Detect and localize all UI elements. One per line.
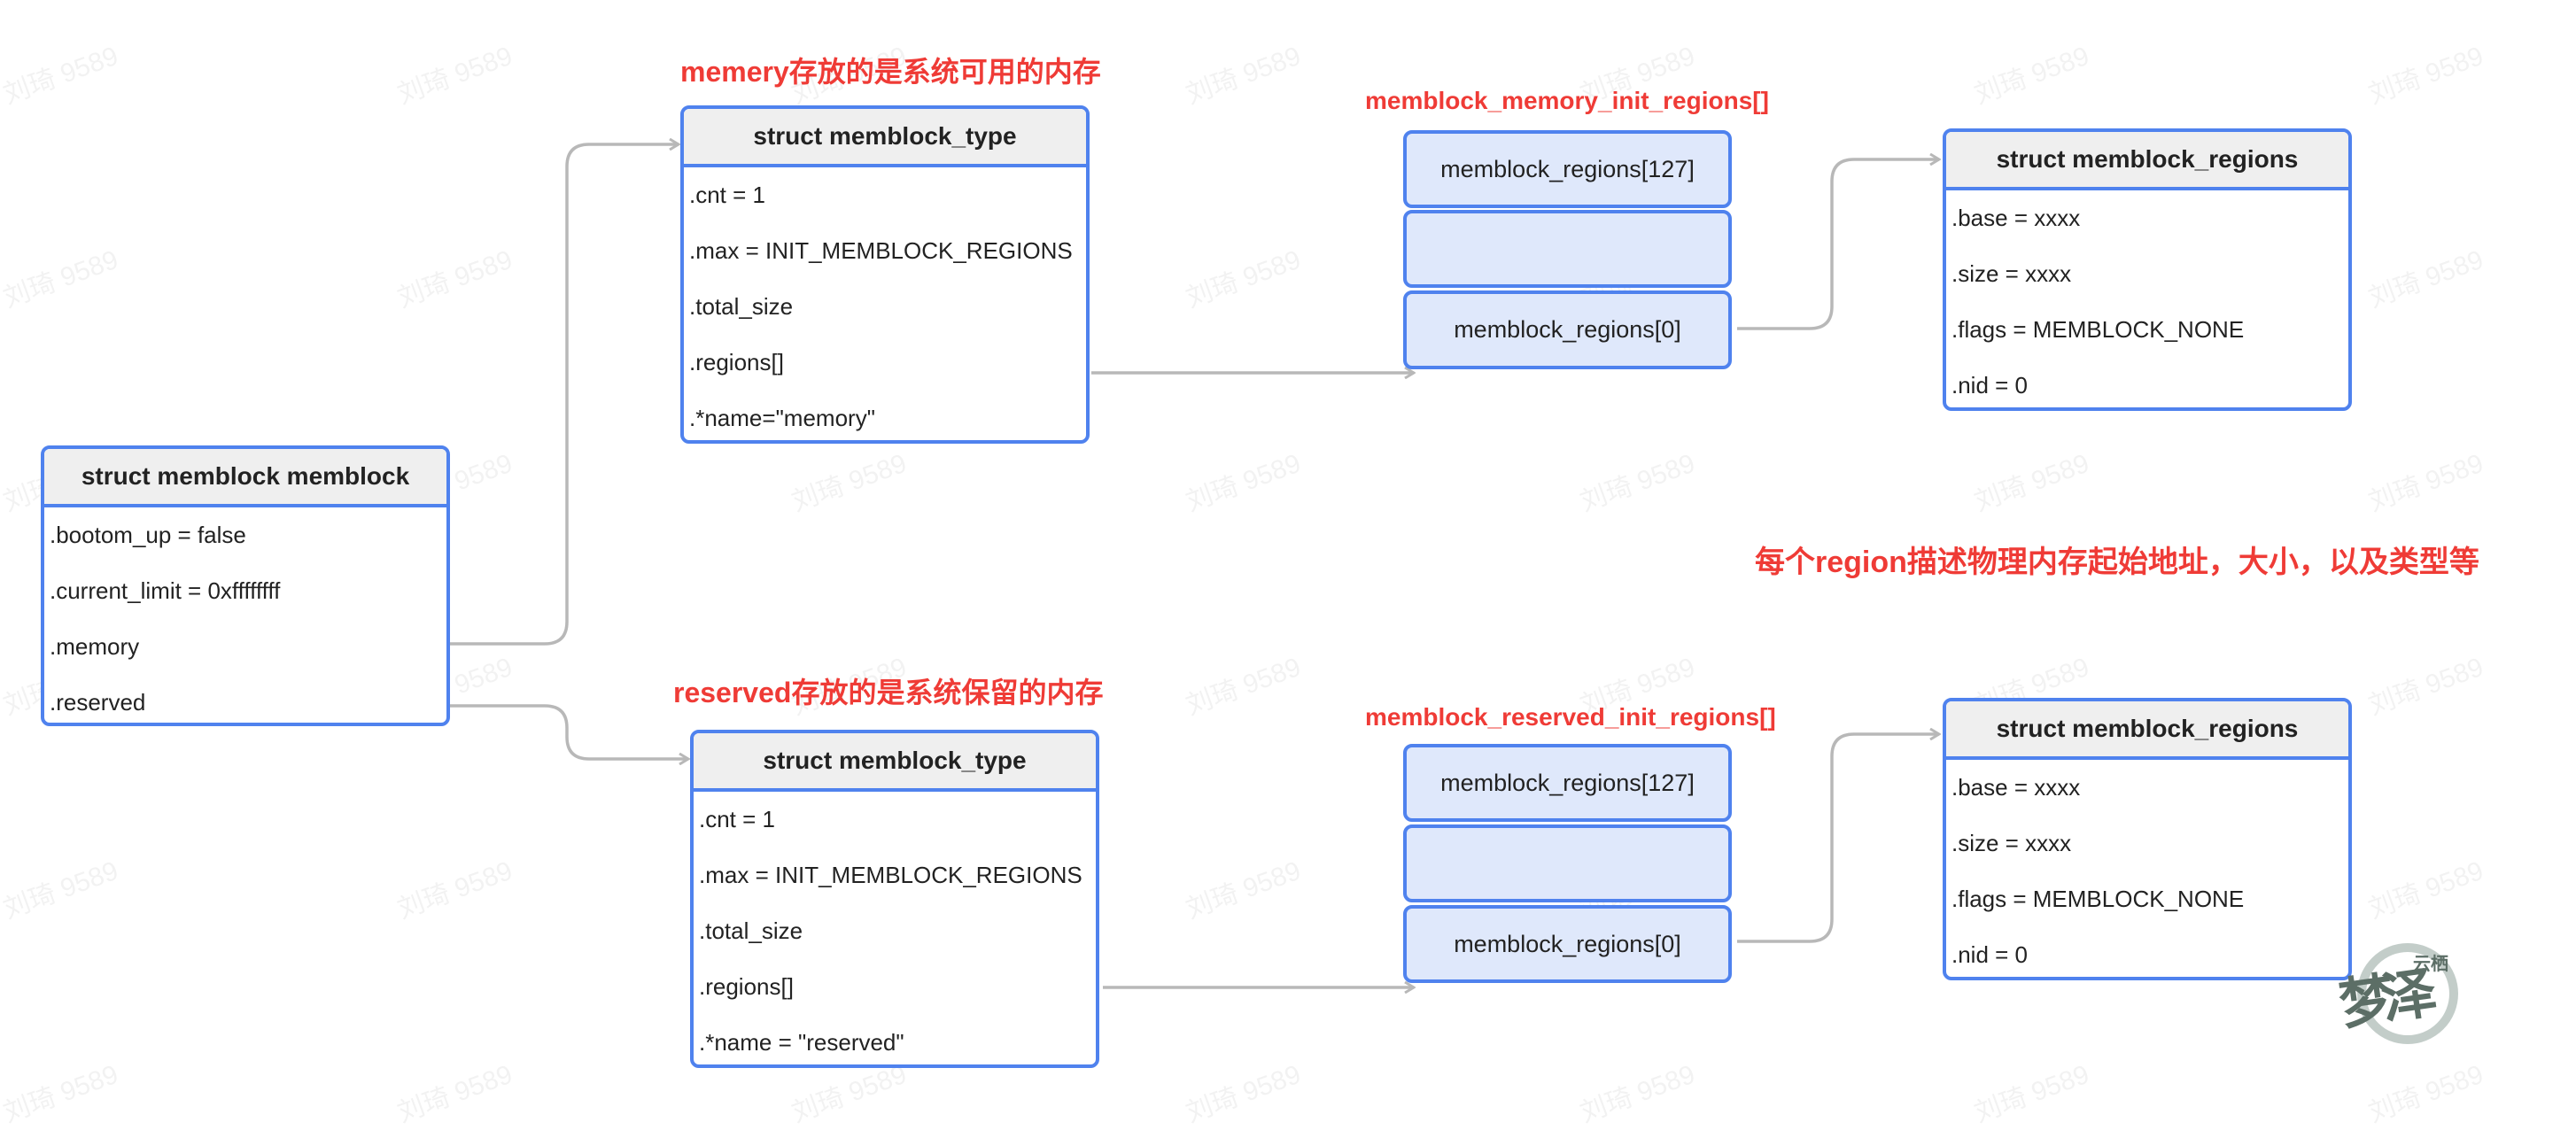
field: .reserved — [50, 689, 146, 716]
arrow-memory-to-type — [450, 144, 679, 646]
field: .current_limit = 0xffffffff — [50, 577, 281, 604]
memory-array-cell — [1403, 210, 1732, 288]
memory-array-cell: memblock_regions[0] — [1403, 290, 1732, 369]
memory-regions-title: struct memblock_regions — [1946, 132, 2348, 190]
field: .*name="memory" — [689, 405, 875, 431]
region-note: 每个region描述物理内存起始地址，大小，以及类型等 — [1755, 546, 2479, 579]
memory-array-label: memblock_memory_init_regions[] — [1365, 87, 1769, 114]
logo-circle — [2357, 943, 2458, 1044]
memory-array-cell: memblock_regions[127] — [1403, 130, 1732, 208]
memory-type-struct: struct memblock_type .cnt = 1 .max = INI… — [680, 105, 1090, 444]
field: .size = xxxx — [1951, 260, 2072, 287]
reserved-array-label: memblock_reserved_init_regions[] — [1365, 703, 1776, 731]
field: .regions[] — [689, 349, 784, 375]
memory-type-title: struct memblock_type — [684, 109, 1086, 167]
field: .base = xxxx — [1951, 205, 2081, 231]
field: .max = INIT_MEMBLOCK_REGIONS — [689, 237, 1073, 264]
arrow-memory-array-to-regions — [1737, 159, 1939, 330]
arrow-reserved-array-to-regions — [1737, 734, 1939, 943]
logo-sub: 云栖 — [2413, 955, 2448, 974]
reserved-array-cell: memblock_regions[0] — [1403, 905, 1732, 983]
reserved-regions-title: struct memblock_regions — [1946, 701, 2348, 760]
memblock-struct: struct memblock memblock .bootom_up = fa… — [41, 445, 450, 726]
memblock-struct-title: struct memblock memblock — [44, 449, 446, 507]
field: .size = xxxx — [1951, 830, 2072, 856]
reserved-note: reserved存放的是系统保留的内存 — [673, 677, 1104, 708]
memory-note: memery存放的是系统可用的内存 — [680, 56, 1101, 88]
field: .total_size — [699, 917, 803, 944]
field: .bootom_up = false — [50, 522, 246, 548]
memory-regions-struct: struct memblock_regions .base = xxxx .si… — [1943, 128, 2352, 411]
field: .flags = MEMBLOCK_NONE — [1951, 886, 2245, 912]
arrow-reserved-to-type — [450, 704, 688, 759]
field: .memory — [50, 633, 140, 660]
field: .*name = "reserved" — [699, 1029, 904, 1056]
field: .max = INIT_MEMBLOCK_REGIONS — [699, 862, 1082, 888]
field: .cnt = 1 — [689, 182, 765, 208]
field: .cnt = 1 — [699, 806, 775, 832]
reserved-type-struct: struct memblock_type .cnt = 1 .max = INI… — [690, 730, 1099, 1068]
logo: 梦泽 云栖 — [2336, 939, 2463, 1054]
field: .flags = MEMBLOCK_NONE — [1951, 316, 2245, 343]
field: .nid = 0 — [1951, 941, 2029, 968]
reserved-regions-struct: struct memblock_regions .base = xxxx .si… — [1943, 698, 2352, 980]
field: .regions[] — [699, 973, 794, 1000]
reserved-array-cell: memblock_regions[127] — [1403, 744, 1732, 822]
reserved-type-title: struct memblock_type — [694, 733, 1096, 792]
field: .base = xxxx — [1951, 774, 2081, 801]
reserved-array-cell — [1403, 824, 1732, 902]
field: .total_size — [689, 293, 794, 320]
field: .nid = 0 — [1951, 372, 2029, 399]
